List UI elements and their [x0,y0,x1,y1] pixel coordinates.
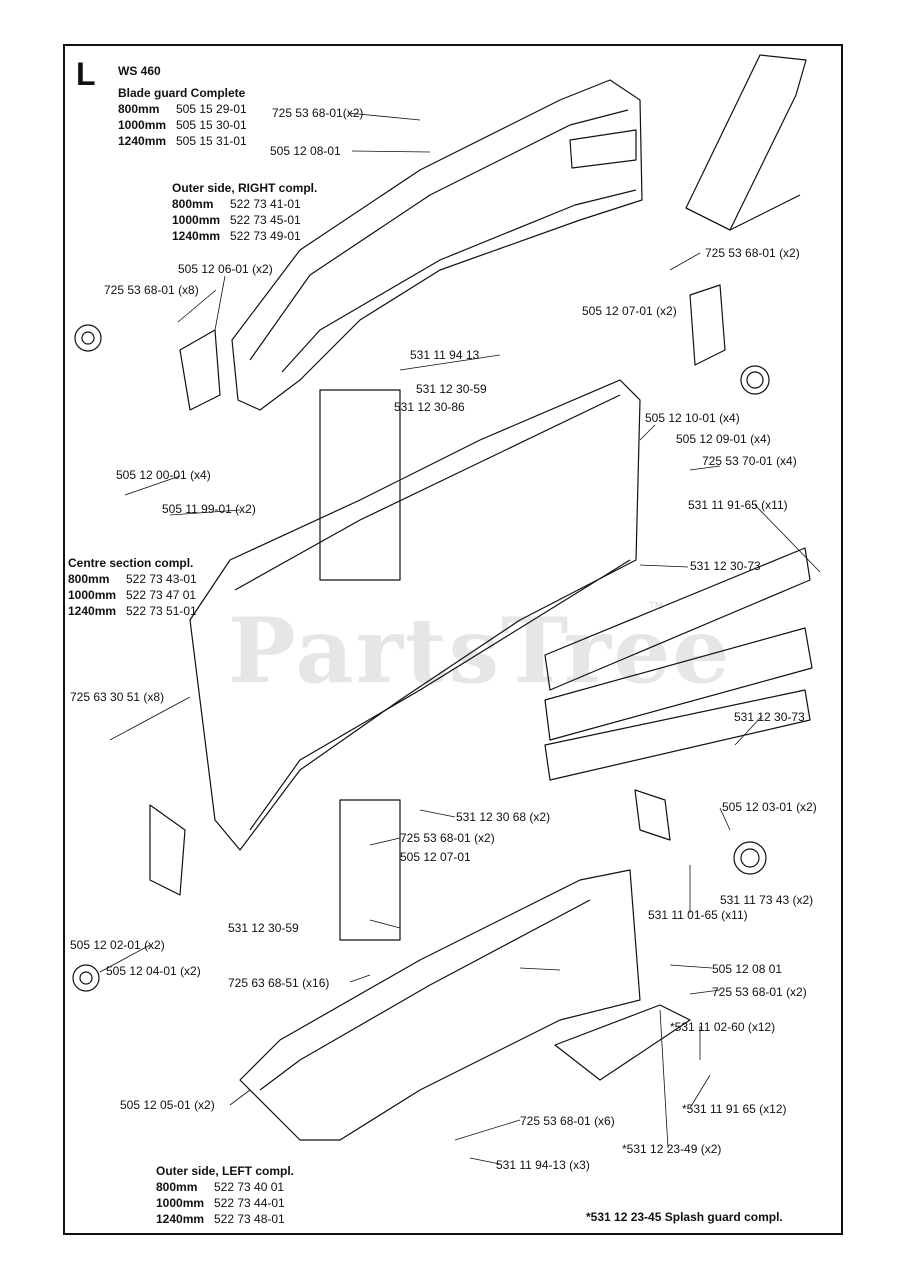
blade-guard-part [231,79,643,411]
callout-label: 505 12 03-01 (x2) [722,800,817,814]
callout-label: 725 53 68-01 (x8) [104,283,199,297]
callout-label: 725 53 68-01 (x2) [712,985,807,999]
callout-label: 531 12 30-86 [394,400,465,414]
callout-label: 531 12 30-73 [690,559,761,573]
callout-label: 725 63 30 51 (x8) [70,690,165,704]
strip-parts [544,547,813,781]
callout-label: 505 12 08 01 [712,962,783,976]
diagram-frame [63,44,843,1235]
callout-label: 531 12 30-59 [228,921,299,935]
callout-label: 505 12 07-01 [400,850,471,864]
outer-left-part [239,869,641,1141]
callout-label: 725 53 68-01 (x6) [520,1114,615,1128]
callout-label: 531 12 30 68 (x2) [456,810,551,824]
leader-lines [99,112,821,1165]
callout-label: 505 12 05-01 (x2) [120,1098,215,1112]
callout-label: 725 53 68-01 (x2) [705,246,800,260]
callout-label: 505 12 00-01 (x4) [116,468,211,482]
callout-label: 725 53 70-01 (x4) [702,454,797,468]
section-letter: L [76,56,96,92]
centre-section-part [189,379,641,941]
callout-label: 531 11 94-13 (x3) [496,1158,590,1172]
outer-left-title: Outer side, LEFT compl. [156,1164,295,1178]
splash-guard-note: *531 12 23-45 Splash guard compl. [586,1210,783,1224]
callout-label: 505 12 10-01 (x4) [645,411,740,425]
callout-label: 725 53 68-01 (x2) [400,831,495,845]
callout-label: 725 53 68-01(x2) [272,106,364,120]
callout-label: *531 11 02-60 (x12) [670,1020,776,1034]
bracket-parts [149,284,726,896]
callout-label: 531 12 30-59 [416,382,487,396]
splash-plate-bottom [554,1004,691,1081]
callout-label: 505 12 07-01 (x2) [582,304,677,318]
callout-label: 505 12 09-01 (x4) [676,432,771,446]
callout-label: 725 63 68-51 (x16) [228,976,330,990]
callout-label: 505 12 06-01 (x2) [178,262,273,276]
model-name: WS 460 [118,64,161,78]
callout-label: 505 11 99-01 (x2) [162,502,256,516]
callout-label: 531 12 30-73 [734,710,805,724]
outer-right-title: Outer side, RIGHT compl. [172,181,318,195]
callout-label: *531 11 91 65 (x12) [682,1102,787,1116]
centre-title: Centre section compl. [68,556,194,570]
callout-label: 505 12 02-01 (x2) [70,938,165,952]
watermark-trademark: ™ [648,600,664,617]
callout-label: 531 11 73 43 (x2) [720,893,814,907]
blade-guard-title: Blade guard Complete [118,86,246,100]
callout-label: 531 11 91-65 (x11) [688,498,788,512]
callout-label: 505 12 08-01 [270,144,341,158]
callout-label: 505 12 04-01 (x2) [106,964,201,978]
wheel-parts [72,324,770,992]
callout-label: *531 12 23-49 (x2) [622,1142,722,1156]
splash-plate-top [685,54,807,231]
callout-label: 531 11 94 13 [410,348,480,362]
callout-label: 531 11 01-65 (x11) [648,908,748,922]
watermark: PartsTree [228,598,732,704]
